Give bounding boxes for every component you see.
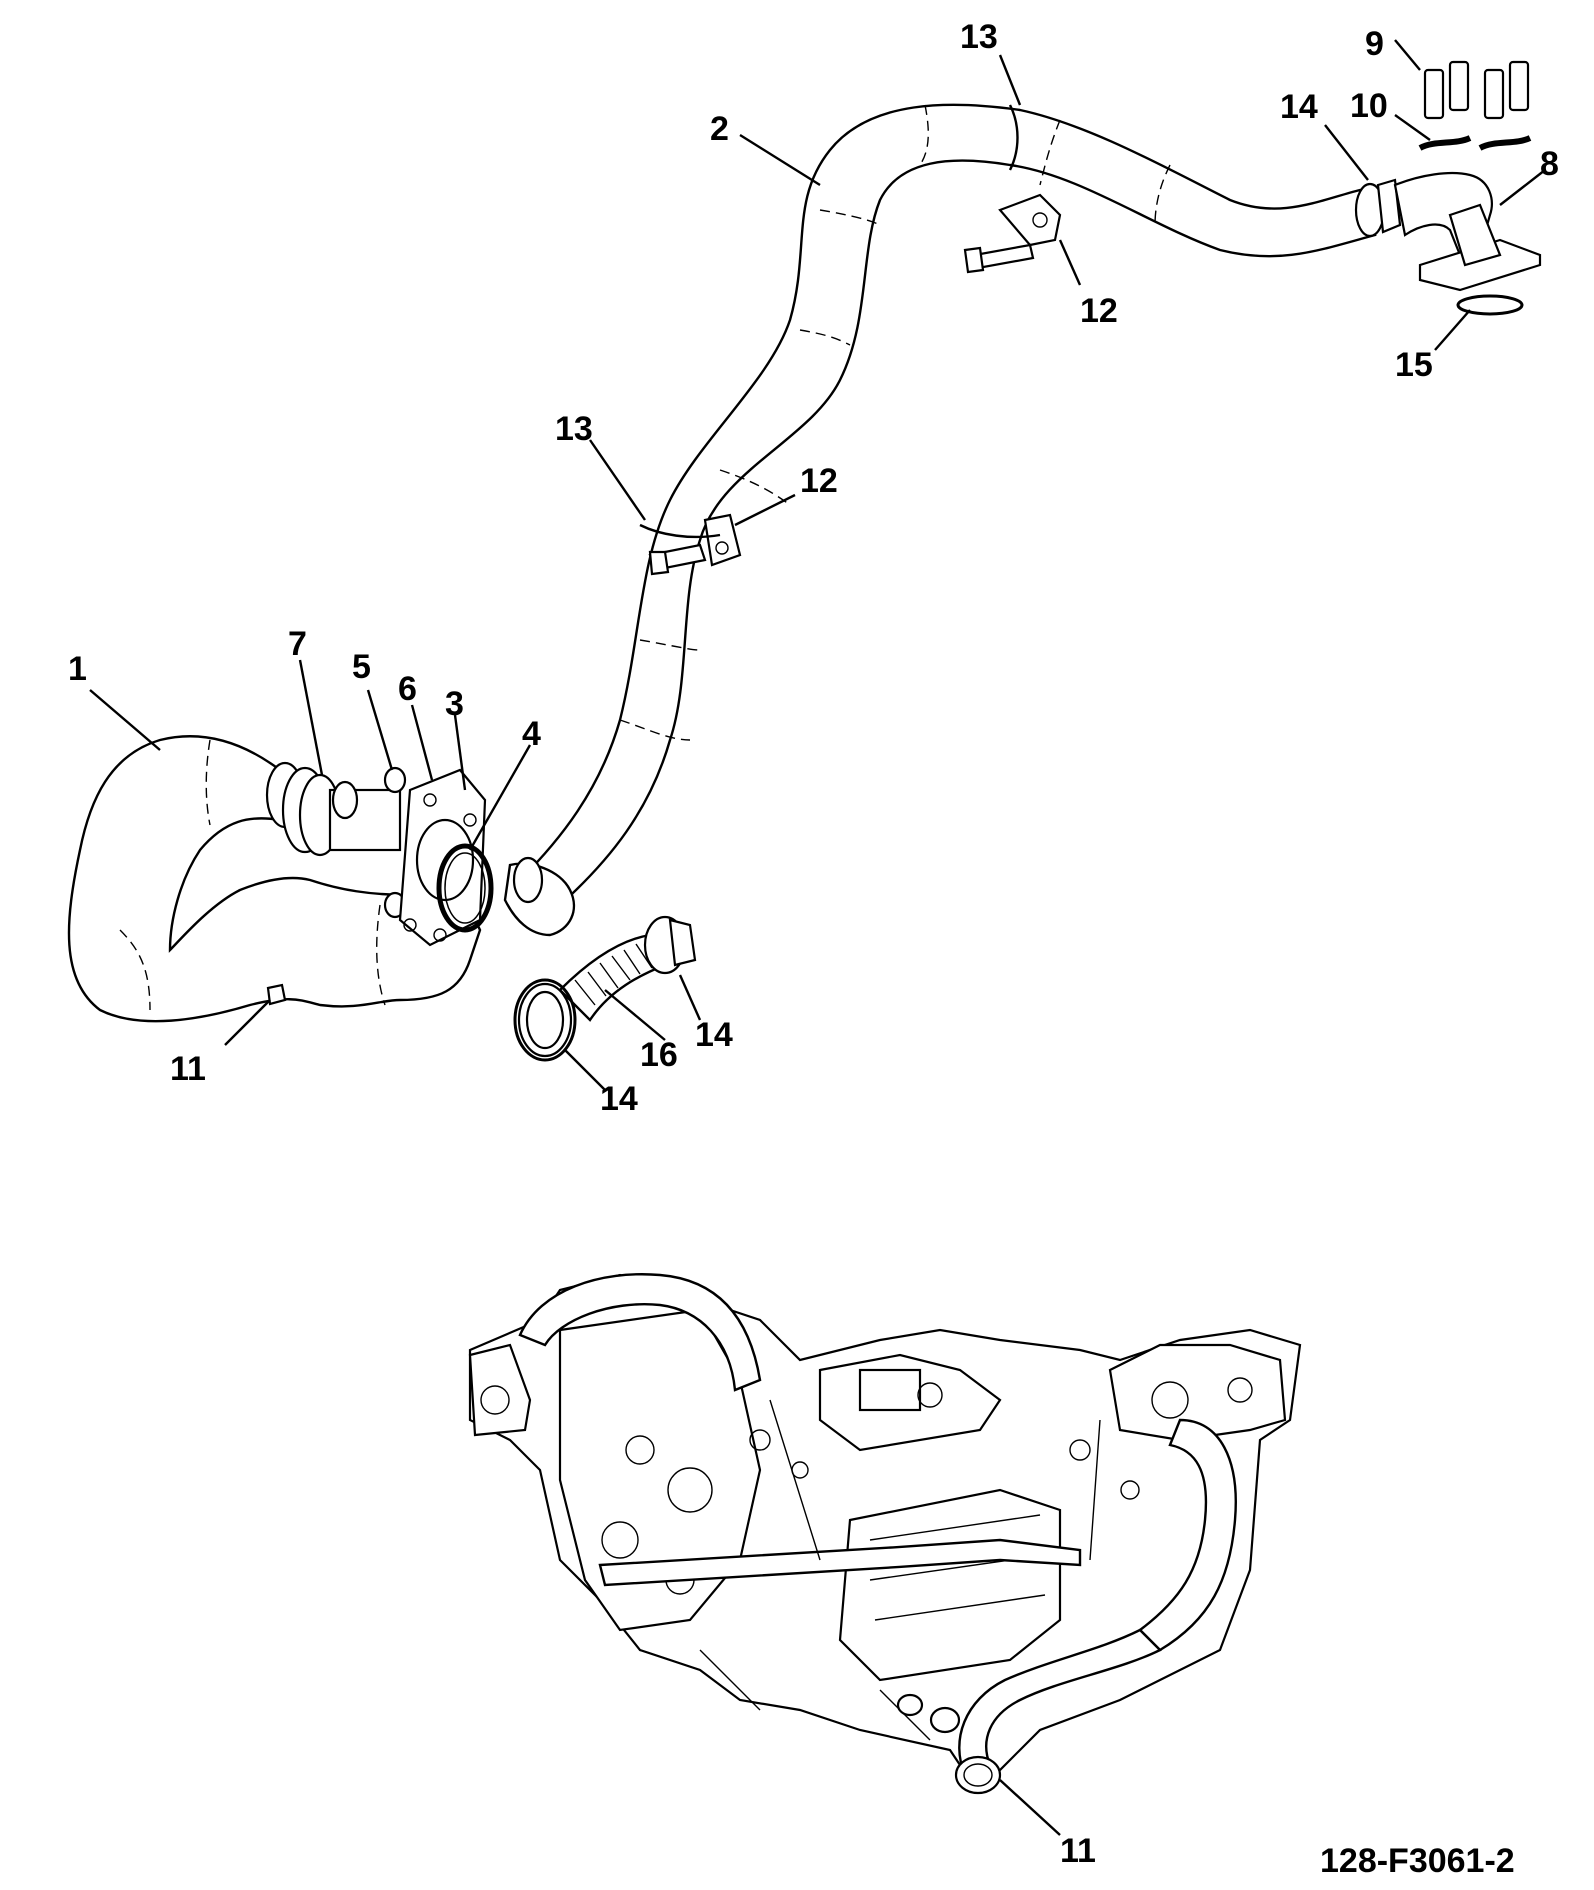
callout-10: 10 [1350, 87, 1388, 125]
callout-labels: 1 2 3 4 5 6 7 8 9 10 11 12 13 14 15 16 1… [68, 18, 1559, 1870]
callout-11: 11 [170, 1050, 206, 1088]
callout-6: 6 [398, 670, 417, 708]
callout-14-right: 14 [695, 1016, 733, 1054]
callout-12: 12 [1080, 292, 1118, 330]
thermostat-housing-icon [281, 766, 487, 947]
clamp-13-upper-icon [1008, 104, 1019, 171]
callout-16: 16 [640, 1036, 678, 1074]
callout-15: 15 [1395, 346, 1433, 384]
clamp-11-icon [266, 983, 287, 1006]
bracket-12-upper-icon [963, 193, 1062, 274]
bracket-12-icon [648, 513, 742, 576]
callout-14: 14 [1280, 88, 1318, 126]
figure-id: 128-F3061-2 [1320, 1842, 1515, 1880]
bolts-9-icon [1423, 60, 1530, 120]
callout-4: 4 [522, 715, 541, 753]
engine-assembly-icon [468, 1273, 1302, 1795]
callout-12-middle: 12 [800, 462, 838, 500]
callout-8: 8 [1540, 145, 1559, 183]
callout-13-middle: 13 [555, 410, 593, 448]
connector-stub-icon [503, 856, 576, 937]
callout-1: 1 [68, 650, 87, 688]
callout-13: 13 [960, 18, 998, 56]
callout-14-lower: 14 [600, 1080, 638, 1118]
callout-2: 2 [710, 110, 729, 148]
clamp-14-lower-icon [513, 978, 577, 1062]
callout-9: 9 [1365, 25, 1384, 63]
hose-2-icon [518, 103, 1377, 907]
callout-3: 3 [445, 685, 464, 723]
o-ring-15-icon [1456, 294, 1524, 316]
elbow-fitting-8-icon [1393, 171, 1542, 292]
leader-lines [89, 39, 1546, 1836]
hose-16-icon [517, 915, 697, 1058]
clamp-13-icon [639, 523, 721, 539]
o-ring-4-icon [436, 843, 494, 933]
callout-5: 5 [352, 648, 371, 686]
washers-10-icon [1418, 135, 1532, 151]
clamp-14-upper-icon [1354, 178, 1402, 238]
callout-11-bottom: 11 [1060, 1832, 1096, 1870]
callout-7: 7 [288, 625, 307, 663]
